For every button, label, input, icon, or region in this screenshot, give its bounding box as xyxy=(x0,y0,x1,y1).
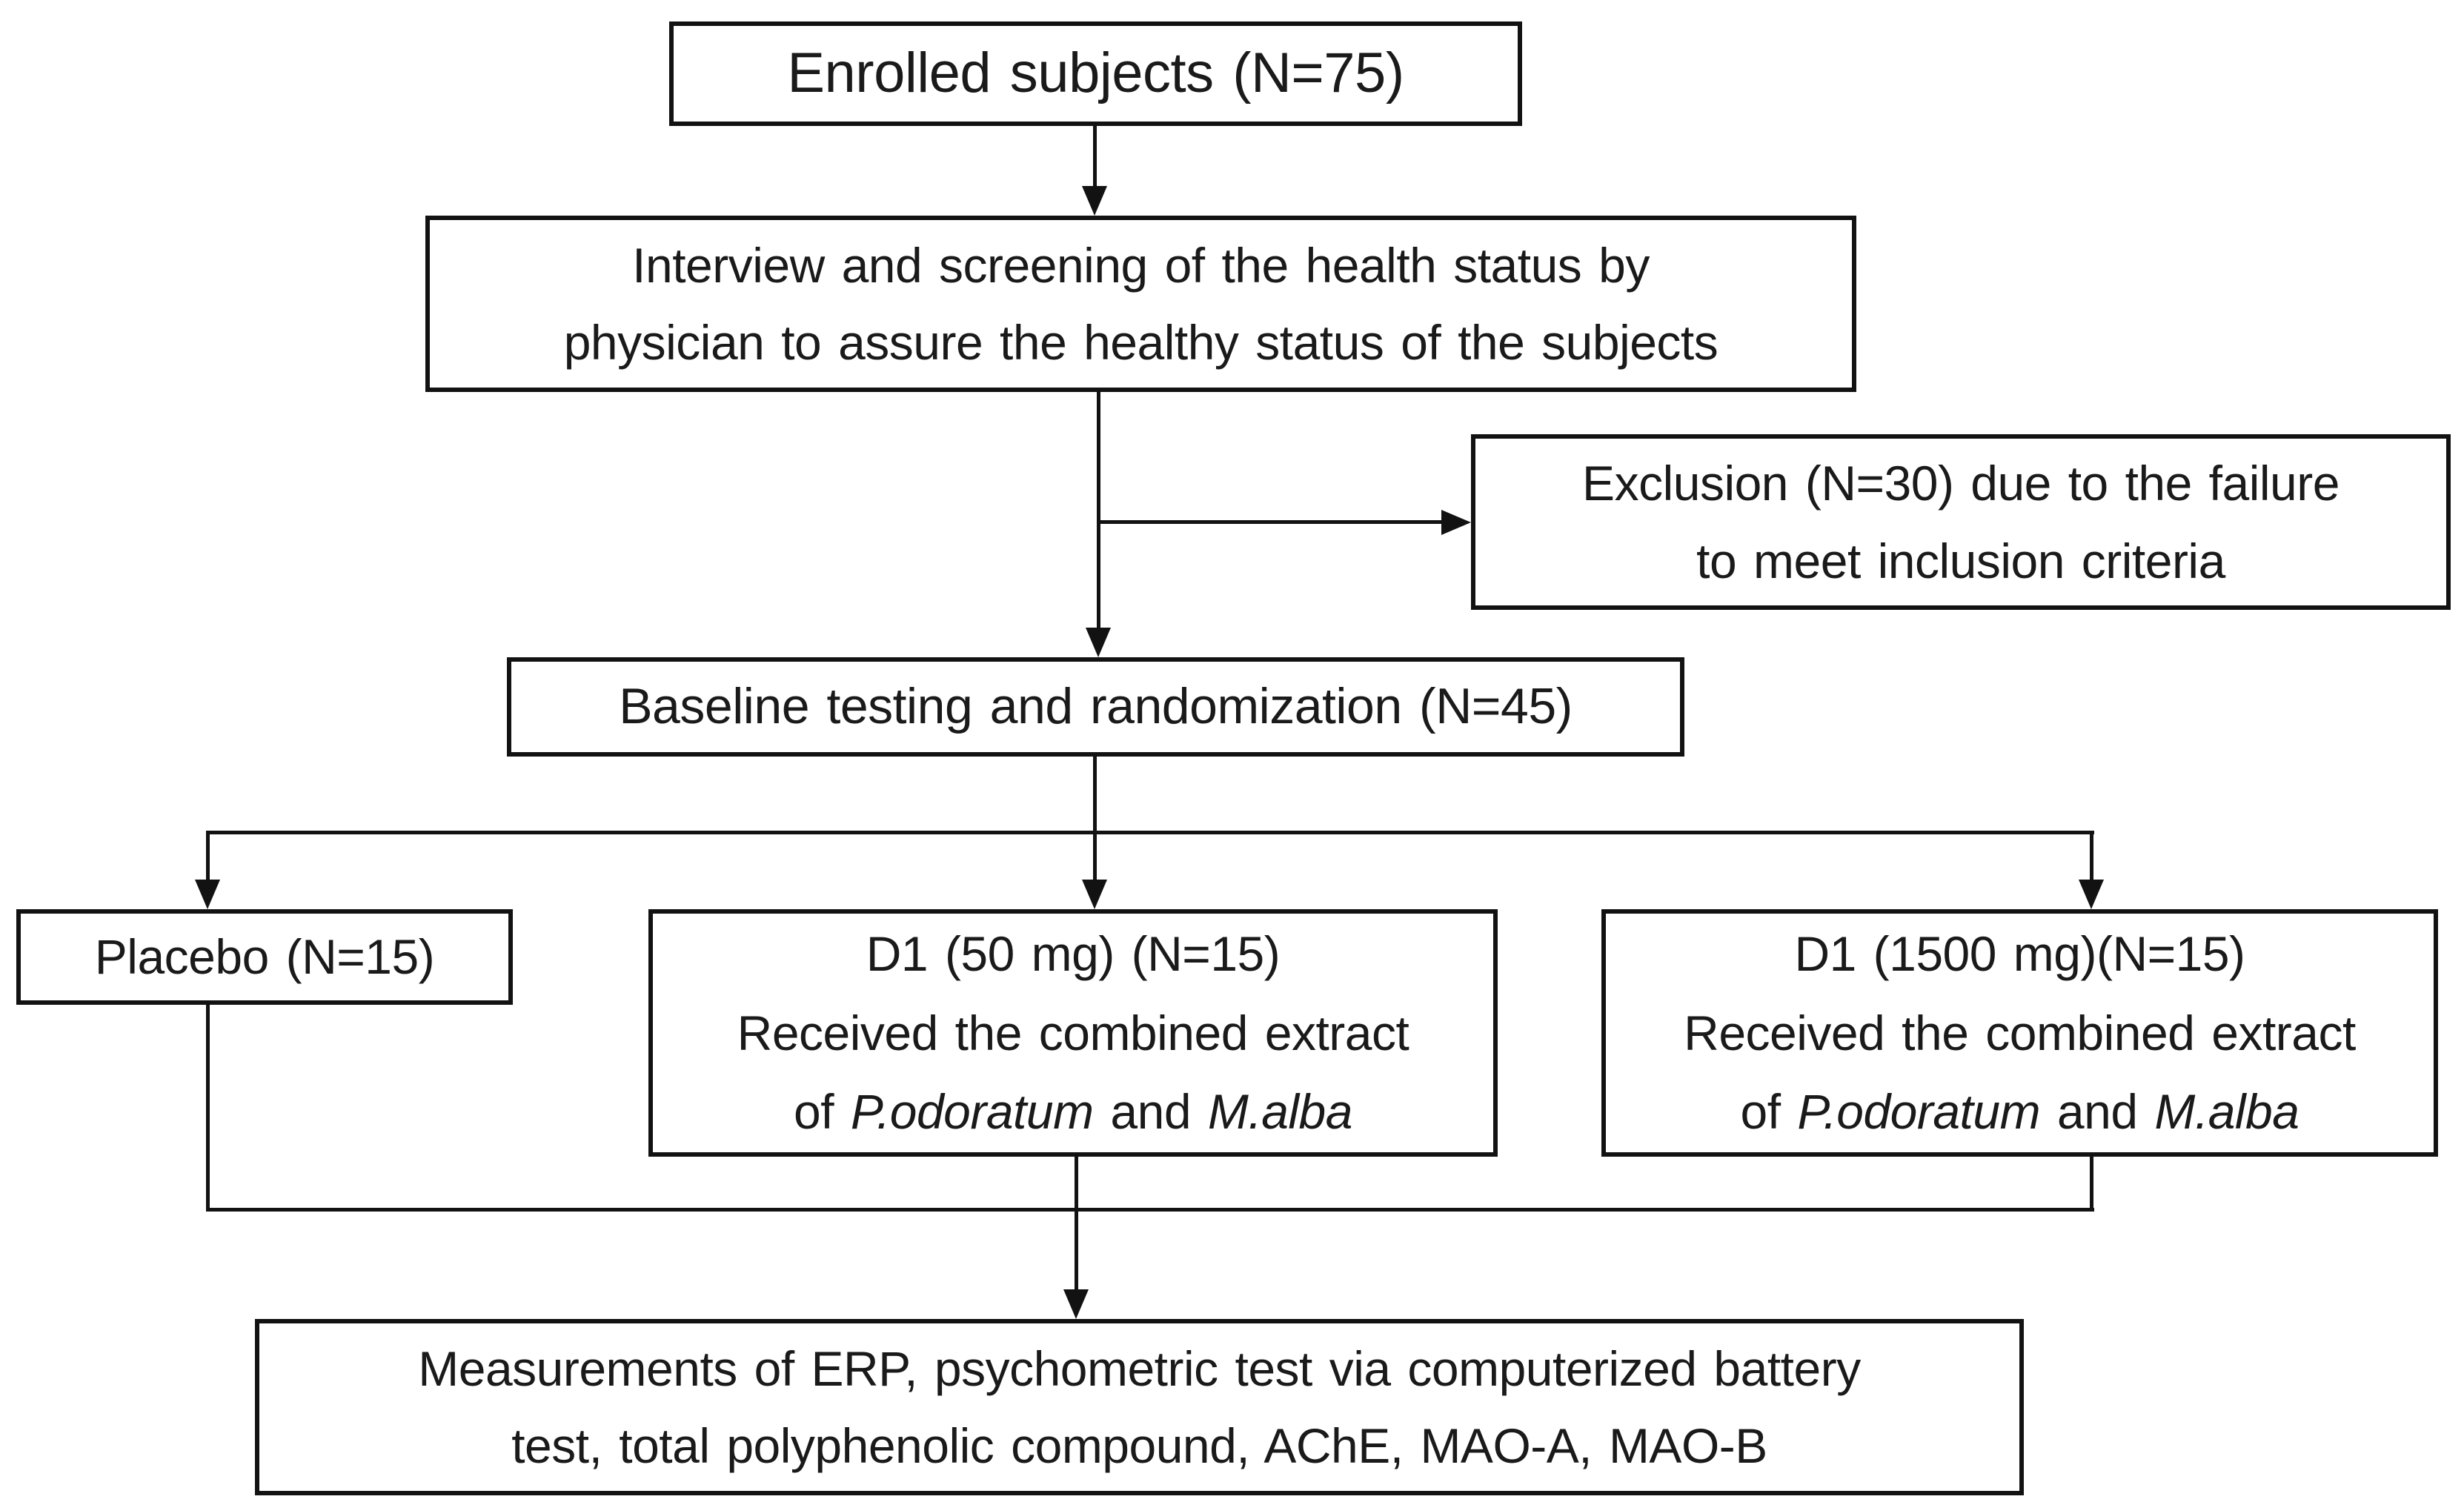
connector-placebo-to-merge xyxy=(206,1005,210,1212)
arrowhead-into-baseline-icon xyxy=(1086,628,1111,657)
node-placebo-arm: Placebo (N=15) xyxy=(16,909,513,1005)
connector-distribution-bar xyxy=(206,831,2094,834)
connector-enrolled-to-screening xyxy=(1093,126,1097,189)
connector-split-to-d1-50mg xyxy=(1093,831,1097,883)
connector-merge-to-measurements xyxy=(1075,1157,1078,1292)
node-measurements: Measurements of ERP, psychometric test v… xyxy=(255,1319,2024,1495)
connector-split-to-d1-1500mg xyxy=(2090,831,2093,883)
arrowhead-into-d1-50mg-icon xyxy=(1082,880,1107,909)
arrowhead-into-measurements-icon xyxy=(1063,1289,1089,1319)
arrowhead-into-d1-1500mg-icon xyxy=(2079,880,2104,909)
node-enrolled-subjects: Enrolled subjects (N=75) xyxy=(669,21,1522,126)
node-interview-screening: Interview and screening of the health st… xyxy=(425,216,1856,392)
connector-merge-bar xyxy=(206,1208,2094,1212)
node-d1-50mg-arm: D1 (50 mg) (N=15)Received the combined e… xyxy=(648,909,1498,1157)
connector-split-to-placebo xyxy=(206,831,210,883)
connector-branch-to-exclusion xyxy=(1098,520,1444,524)
node-d1-1500mg-arm: D1 (1500 mg)(N=15)Received the combined … xyxy=(1601,909,2438,1157)
arrowhead-into-screening-icon xyxy=(1082,186,1107,216)
connector-baseline-to-split xyxy=(1093,757,1097,832)
node-baseline-randomization: Baseline testing and randomization (N=45… xyxy=(507,657,1684,757)
arrowhead-into-exclusion-icon xyxy=(1441,510,1471,535)
connector-d1-1500mg-to-merge xyxy=(2090,1157,2093,1212)
arrowhead-into-placebo-icon xyxy=(195,880,220,909)
connector-screening-to-baseline xyxy=(1097,392,1100,628)
